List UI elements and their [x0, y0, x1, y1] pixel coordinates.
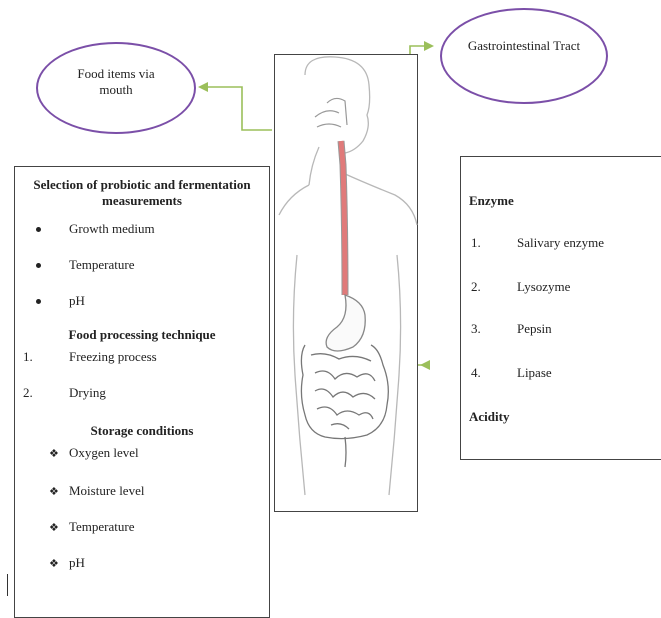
storage-item-ph: pH — [69, 555, 85, 571]
stomach-shape — [326, 295, 365, 351]
gastrointestinal-tract-label: Gastrointestinal Tract — [442, 38, 606, 54]
probiotic-selection-heading: Selection of probiotic and fermentation … — [15, 177, 269, 209]
processing-number: 2. — [23, 385, 33, 401]
enzyme-item-pepsin: Pepsin — [517, 321, 552, 337]
enzyme-item-lysozyme: Lysozyme — [517, 279, 570, 295]
bullet-icon — [36, 299, 41, 304]
acidity-label: Acidity — [469, 409, 509, 425]
bullet-item-growth-medium: Growth medium — [69, 221, 155, 237]
enzyme-number: 1. — [471, 235, 481, 251]
food-items-line2: mouth — [38, 82, 194, 98]
bullet-item-ph: pH — [69, 293, 85, 309]
diamond-bullet-icon: ❖ — [49, 557, 59, 570]
mouth-to-food-arrowhead — [198, 82, 208, 92]
diamond-bullet-icon: ❖ — [49, 485, 59, 498]
storage-item-oxygen: Oxygen level — [69, 445, 139, 461]
processing-item-drying: Drying — [69, 385, 106, 401]
storage-item-moisture: Moisture level — [69, 483, 144, 499]
enzyme-heading: Enzyme — [469, 193, 514, 209]
anatomy-illustration — [274, 54, 418, 512]
tract-to-git-arrowhead — [424, 41, 434, 51]
text-cursor — [7, 574, 8, 596]
enzyme-panel: Enzyme 1. Salivary enzyme 2. Lysozyme 3.… — [460, 156, 661, 460]
enzyme-item-lipase: Lipase — [517, 365, 552, 381]
mouth-to-food-arrow — [204, 87, 272, 130]
diamond-bullet-icon: ❖ — [49, 447, 59, 460]
intestines-shape — [301, 345, 388, 467]
tract-to-enzyme-arrowhead — [420, 360, 430, 370]
gastrointestinal-tract-ellipse: Gastrointestinal Tract — [440, 8, 608, 104]
food-items-ellipse: Food items via mouth — [36, 42, 196, 134]
probiotic-measurements-panel: Selection of probiotic and fermentation … — [14, 166, 270, 618]
enzyme-number: 3. — [471, 321, 481, 337]
bullet-icon — [36, 263, 41, 268]
bullet-item-temperature: Temperature — [69, 257, 135, 273]
storage-conditions-heading: Storage conditions — [15, 423, 269, 439]
food-processing-heading: Food processing technique — [15, 327, 269, 343]
digestive-system-drawing — [275, 55, 419, 513]
enzyme-number: 2. — [471, 279, 481, 295]
storage-item-temperature: Temperature — [69, 519, 135, 535]
enzyme-number: 4. — [471, 365, 481, 381]
enzyme-item-salivary: Salivary enzyme — [517, 235, 604, 251]
food-items-line1: Food items via — [38, 66, 194, 82]
processing-item-freezing: Freezing process — [69, 349, 157, 365]
diamond-bullet-icon: ❖ — [49, 521, 59, 534]
bullet-icon — [36, 227, 41, 232]
processing-number: 1. — [23, 349, 33, 365]
